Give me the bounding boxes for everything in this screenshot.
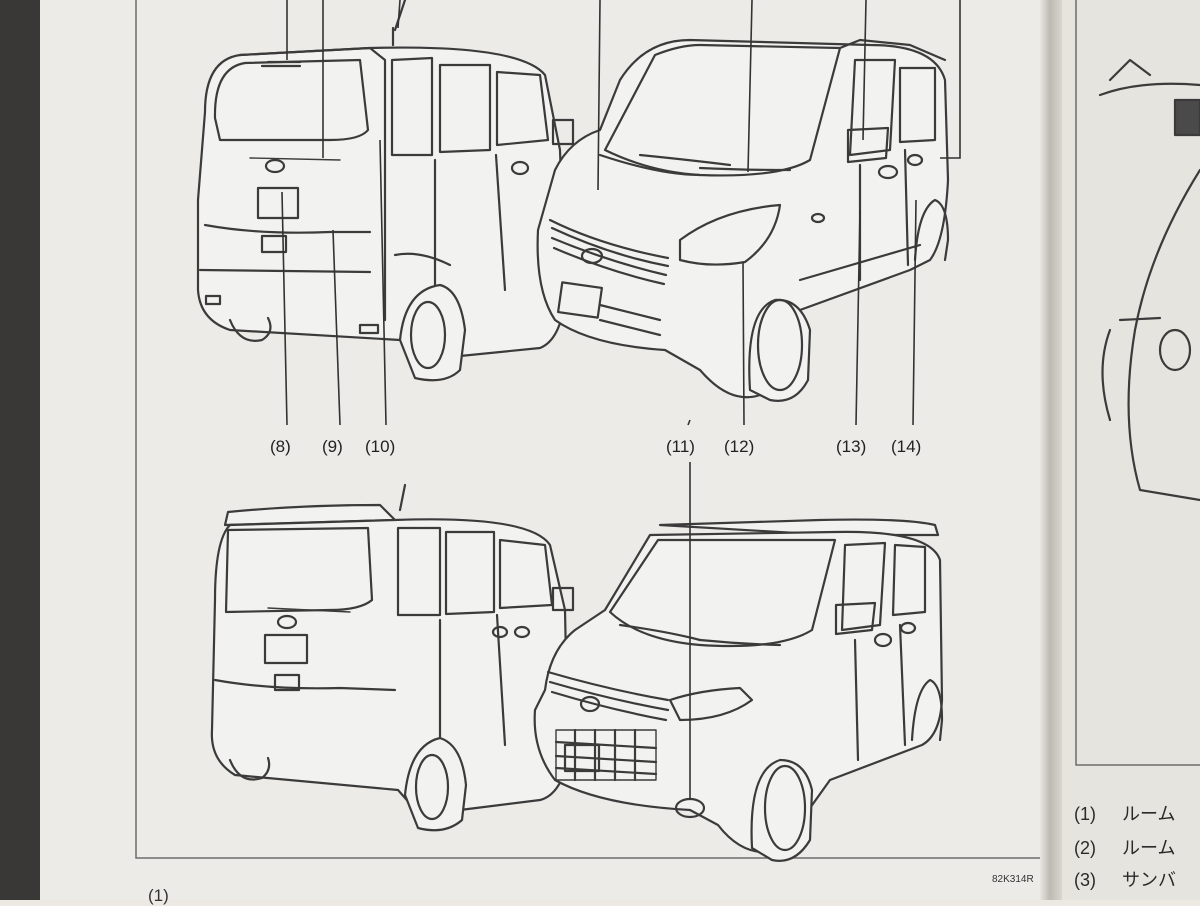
bottom-caption: (1): [148, 886, 169, 905]
right-figure-frame: [1075, 0, 1200, 766]
callout-10: (10): [365, 437, 396, 456]
right-caption-3-text: サンバ: [1122, 870, 1176, 890]
figure-code: 82K314R: [992, 874, 1034, 885]
callout-14: (14): [891, 437, 922, 456]
van-rear-bottom: [210, 483, 575, 832]
callout-11: (11): [666, 437, 695, 456]
callout-9: (9): [322, 437, 343, 456]
right-caption-2-text: ルーム: [1122, 838, 1176, 858]
right-caption-3-num: (3): [1074, 870, 1096, 890]
figure-frame: [135, 0, 1040, 859]
van-rear-top: [196, 0, 575, 382]
van-front-top: [536, 38, 950, 402]
right-caption-1: (1) ルーム: [1074, 800, 1175, 826]
right-caption-2-num: (2): [1074, 838, 1096, 858]
callout-8: (8): [270, 437, 291, 456]
right-caption-2: (2) ルーム: [1074, 834, 1175, 860]
callout-12: (12): [724, 437, 755, 456]
right-caption-1-num: (1): [1074, 804, 1096, 824]
right-caption-1-text: ルーム: [1122, 804, 1176, 824]
callout-leaders-top: [281, 0, 961, 800]
interior-partial-illustration: [1098, 58, 1200, 502]
right-caption-3: (3) サンバ: [1074, 866, 1176, 892]
book-spine: [1040, 0, 1062, 900]
callout-13: (13): [836, 437, 867, 456]
van-front-bottom: [533, 518, 944, 862]
desk-background: [0, 0, 40, 900]
